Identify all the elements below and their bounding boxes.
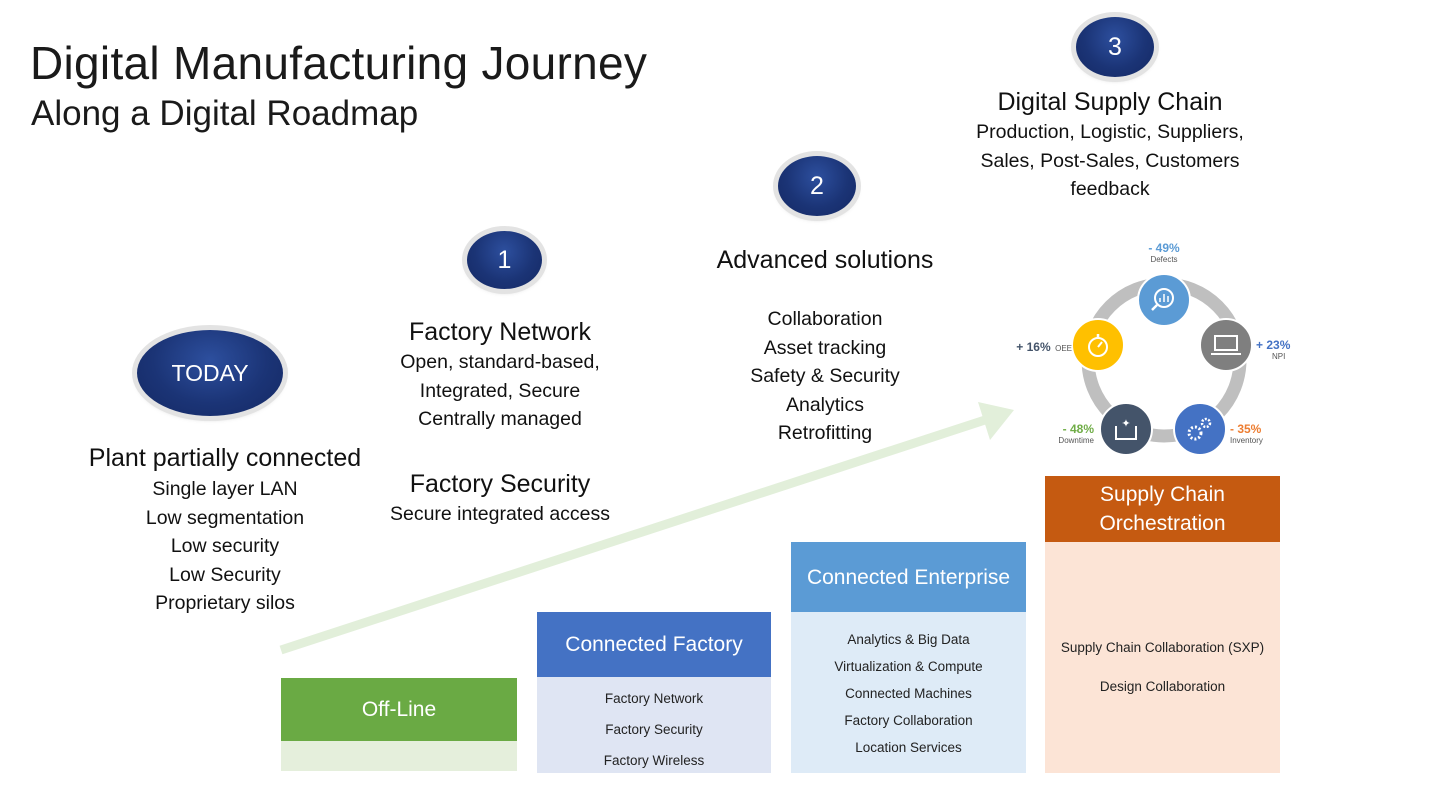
step-3-badge-label: 3	[1108, 32, 1122, 61]
svg-text:✦: ✦	[1121, 417, 1130, 430]
stage-supply-body: Supply Chain Collaboration (SXP) Design …	[1045, 542, 1280, 773]
step-2-badge-label: 2	[810, 171, 824, 200]
today-item: Low segmentation	[145, 506, 305, 529]
step-2-item: Collaboration	[767, 308, 883, 330]
today-heading: Plant partially connected	[88, 444, 362, 472]
step-1-item: Integrated, Secure	[419, 379, 581, 402]
kpi-downtime-name: Downtime	[1058, 436, 1094, 445]
step-1-badge-label: 1	[497, 245, 512, 274]
kpi-defects-name: Defects	[1150, 255, 1178, 264]
step-1-security-heading: Factory Security	[409, 470, 591, 498]
kpi-wheel: ✦ - 49% Defects + 23% NPI - 35% Inventor…	[990, 236, 1320, 466]
step-2-badge: 2	[778, 156, 856, 216]
page-title: Digital Manufacturing Journey	[30, 37, 648, 89]
magnifier-chart-icon	[1137, 273, 1191, 327]
today-badge: TODAY	[137, 330, 283, 416]
kpi-downtime: - 48% Downtime	[1044, 422, 1094, 445]
step-3-badge: 3	[1076, 17, 1154, 77]
gears-icon	[1173, 402, 1227, 456]
today-item: Low security	[170, 535, 280, 557]
stage-factory-item: Factory Security	[605, 722, 703, 737]
kpi-oee-value: + 16%	[1016, 340, 1051, 354]
step-3-item: Production, Logistic, Suppliers,	[976, 121, 1244, 143]
stage-offline-title: Off-Line	[281, 678, 517, 741]
step-2-item: Retrofitting	[777, 422, 873, 444]
stage-enterprise-item: Analytics & Big Data	[847, 632, 970, 647]
kpi-oee: + 16% OEE	[1010, 338, 1072, 356]
stage-supply-title: Supply Chain Orchestration	[1045, 476, 1280, 542]
today-item: Single layer LAN	[152, 478, 298, 500]
stage-factory-item: Factory Wireless	[603, 753, 705, 768]
today-description: Plant partially connected Single layer L…	[60, 444, 390, 618]
stage-supply-item: Supply Chain Collaboration (SXP)	[1060, 640, 1265, 655]
step-3-heading: Digital Supply Chain	[997, 88, 1223, 116]
stage-connected-factory: Connected Factory Factory Network Factor…	[537, 612, 771, 773]
kpi-defects: - 49% Defects	[1138, 241, 1190, 264]
kpi-oee-name: OEE	[1055, 344, 1072, 353]
kpi-defects-value: - 49%	[1148, 241, 1180, 255]
stage-factory-item: Factory Network	[604, 691, 704, 706]
step-3-description: Digital Supply Chain Production, Logisti…	[930, 88, 1290, 204]
step-3-item: Sales, Post-Sales, Customers	[980, 149, 1240, 172]
step-1-security: Factory Security Secure integrated acces…	[360, 470, 640, 529]
stage-enterprise-item: Location Services	[855, 740, 962, 755]
stage-enterprise-item: Virtualization & Compute	[834, 659, 983, 674]
stage-factory-title: Connected Factory	[537, 612, 771, 677]
stage-enterprise-title: Connected Enterprise	[791, 542, 1026, 612]
kpi-downtime-value: - 48%	[1062, 422, 1094, 436]
stage-supply-chain-orchestration: Supply Chain Orchestration Supply Chain …	[1045, 476, 1280, 773]
stopwatch-icon	[1071, 318, 1125, 372]
kpi-wheel-graphic: ✦	[1071, 273, 1253, 456]
step-2-description: Advanced solutions Collaboration Asset t…	[680, 246, 970, 448]
stage-enterprise-item: Factory Collaboration	[844, 713, 973, 728]
stage-offline-body	[281, 741, 517, 771]
step-2-item: Asset tracking	[763, 336, 887, 359]
step-2-heading: Advanced solutions	[716, 246, 934, 274]
kpi-inventory-name: Inventory	[1230, 436, 1263, 445]
step-3-item: feedback	[1070, 178, 1150, 200]
kpi-inventory: - 35% Inventory	[1230, 422, 1280, 445]
stage-enterprise-body: Analytics & Big Data Virtualization & Co…	[791, 612, 1026, 773]
step-1-network: Factory Network Open, standard-based, In…	[360, 318, 640, 434]
step-1-badge: 1	[467, 231, 542, 289]
box-sparkle-icon: ✦	[1099, 402, 1153, 456]
kpi-inventory-value: - 35%	[1230, 422, 1262, 436]
step-1-heading: Factory Network	[409, 318, 591, 346]
stage-offline: Off-Line	[281, 678, 517, 771]
today-badge-label: TODAY	[171, 359, 249, 386]
step-2-item: Safety & Security	[750, 365, 900, 387]
kpi-npi: + 23% NPI	[1256, 338, 1304, 361]
kpi-npi-name: NPI	[1272, 352, 1286, 361]
laptop-icon	[1199, 318, 1253, 372]
today-item: Proprietary silos	[155, 592, 295, 614]
page-subtitle: Along a Digital Roadmap	[31, 94, 419, 133]
stage-enterprise-item: Connected Machines	[845, 686, 972, 701]
stage-factory-body: Factory Network Factory Security Factory…	[537, 677, 771, 773]
step-1-item: Centrally managed	[418, 408, 582, 430]
step-1-item: Open, standard-based,	[400, 351, 600, 373]
stage-connected-enterprise: Connected Enterprise Analytics & Big Dat…	[791, 542, 1026, 773]
today-item: Low Security	[169, 563, 281, 586]
kpi-npi-value: + 23%	[1256, 338, 1291, 352]
step-2-item: Analytics	[785, 393, 865, 416]
step-1-security-item: Secure integrated access	[389, 503, 611, 525]
stage-supply-item: Design Collaboration	[1099, 679, 1226, 694]
